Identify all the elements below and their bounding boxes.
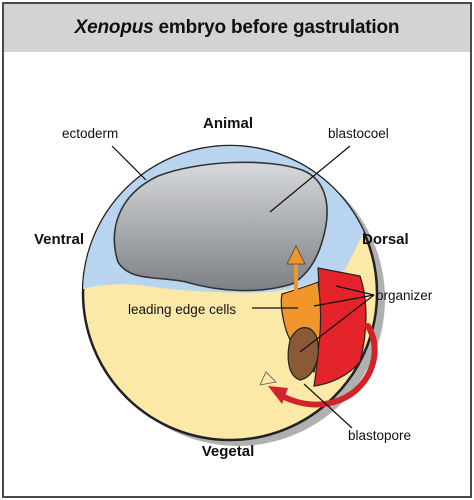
leading-edge-arrow-head xyxy=(286,245,306,265)
title-species: Xenopus xyxy=(74,17,154,38)
leader-ectoderm xyxy=(111,145,147,181)
blastocoel-cavity xyxy=(113,161,328,292)
involution-arrowhead-inner xyxy=(259,371,277,386)
leader-blastopore xyxy=(303,383,353,429)
leader-organizer-3 xyxy=(299,294,375,353)
label-leading-edge: leading edge cells xyxy=(128,302,236,317)
leader-blastocoel xyxy=(269,145,351,213)
figure-title: Xenopus embryo before gastrulation xyxy=(4,4,470,52)
leader-organizer-1 xyxy=(335,285,375,296)
gastrulation-arrow xyxy=(279,323,378,408)
title-text: embryo before gastrulation xyxy=(158,17,400,38)
label-organizer: organizer xyxy=(376,288,433,303)
label-vegetal: Vegetal xyxy=(202,443,255,460)
label-animal: Animal xyxy=(203,115,253,132)
label-ectoderm: ectoderm xyxy=(62,126,118,141)
gastrulation-arrowhead xyxy=(268,386,288,404)
label-blastopore: blastopore xyxy=(348,428,411,443)
leader-organizer-2 xyxy=(313,294,375,307)
label-ventral: Ventral xyxy=(34,231,84,248)
blastopore-lip xyxy=(287,327,319,381)
label-blastocoel: blastocoel xyxy=(328,126,389,141)
label-dorsal: Dorsal xyxy=(362,231,409,248)
